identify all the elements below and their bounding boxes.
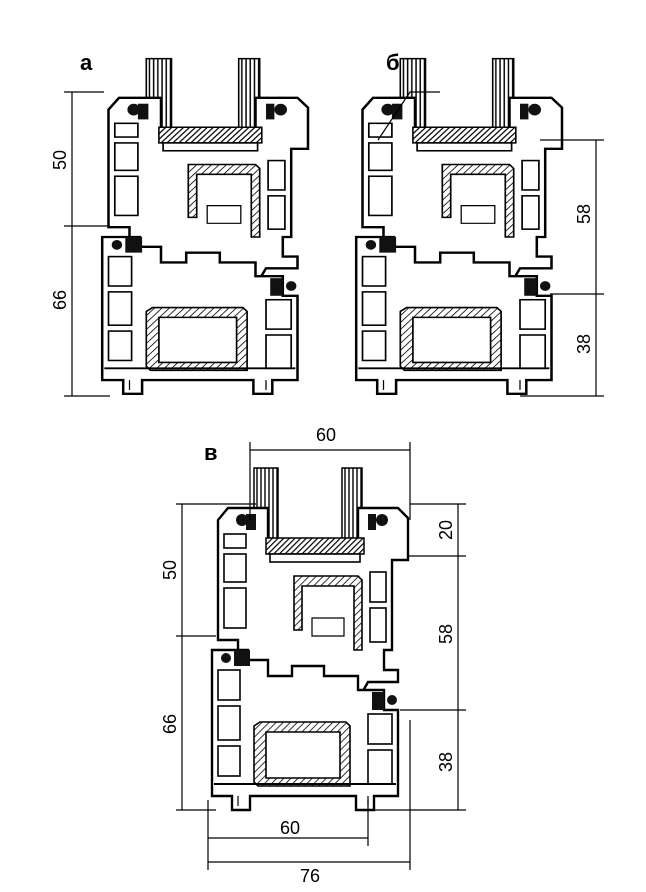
- dim-c-38: 38: [436, 752, 456, 772]
- panel-a: а 50 66: [50, 50, 310, 397]
- panel-b: б 58 38: [354, 50, 604, 397]
- dim-c-58: 58: [436, 624, 456, 644]
- panel-c-label: в: [204, 440, 218, 465]
- dim-a-66: 66: [50, 290, 70, 310]
- dim-c-66: 66: [160, 714, 180, 734]
- panel-b-profile: [354, 57, 564, 396]
- dim-c-bottom-60: 60: [280, 818, 300, 838]
- dim-b-58: 58: [574, 204, 594, 224]
- dim-c-50: 50: [160, 560, 180, 580]
- dim-c-20: 20: [436, 520, 456, 540]
- panel-b-label: б: [386, 50, 400, 75]
- dim-c-bottom-76: 76: [300, 866, 320, 886]
- panel-c-profile: [210, 466, 410, 812]
- dim-b-38: 38: [574, 334, 594, 354]
- dim-c-top-60: 60: [316, 425, 336, 445]
- panel-a-profile: [100, 57, 310, 396]
- dim-a-50: 50: [50, 150, 70, 170]
- panel-c: в 60 50 66 20 58 38 60 76: [160, 425, 466, 886]
- panel-a-label: а: [80, 50, 93, 75]
